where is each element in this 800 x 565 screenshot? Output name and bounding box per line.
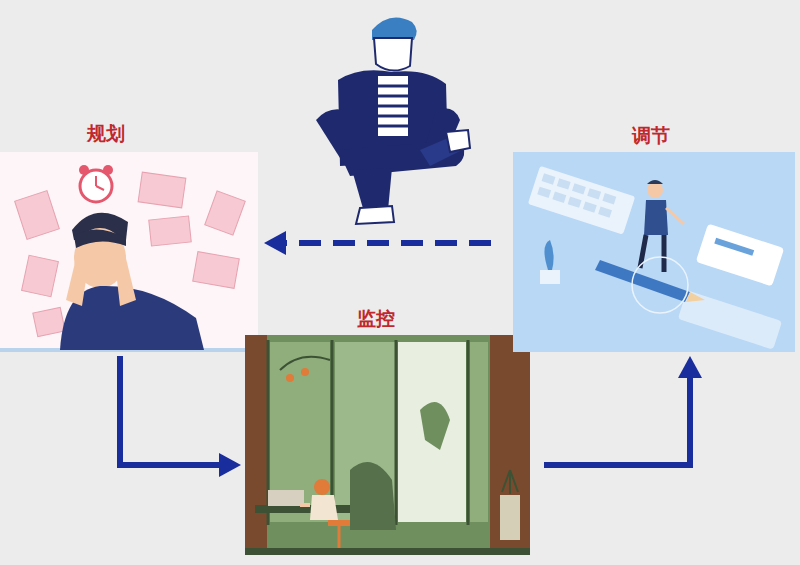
adjusting-picture bbox=[513, 152, 795, 352]
arrow-head bbox=[678, 356, 702, 378]
stage-label: 规划 bbox=[85, 122, 127, 145]
picture-box: 规划 bbox=[0, 152, 258, 352]
arrow-line bbox=[544, 378, 690, 465]
flow-arrow bbox=[264, 231, 491, 255]
arrow-line bbox=[120, 356, 219, 465]
planning-picture bbox=[0, 152, 258, 352]
seated-man-figure bbox=[316, 18, 470, 225]
arrow-line bbox=[286, 240, 491, 246]
picture-box: 监控 bbox=[245, 335, 530, 555]
arrow-head bbox=[219, 453, 241, 477]
flow-arrow bbox=[120, 356, 241, 477]
stage-label: 调节 bbox=[630, 124, 672, 147]
arrow-head bbox=[264, 231, 286, 255]
picture-box: 调节 bbox=[513, 152, 795, 352]
flow-arrow bbox=[544, 356, 702, 465]
stage-label: 监控 bbox=[355, 307, 397, 330]
monitoring-picture bbox=[245, 335, 530, 555]
